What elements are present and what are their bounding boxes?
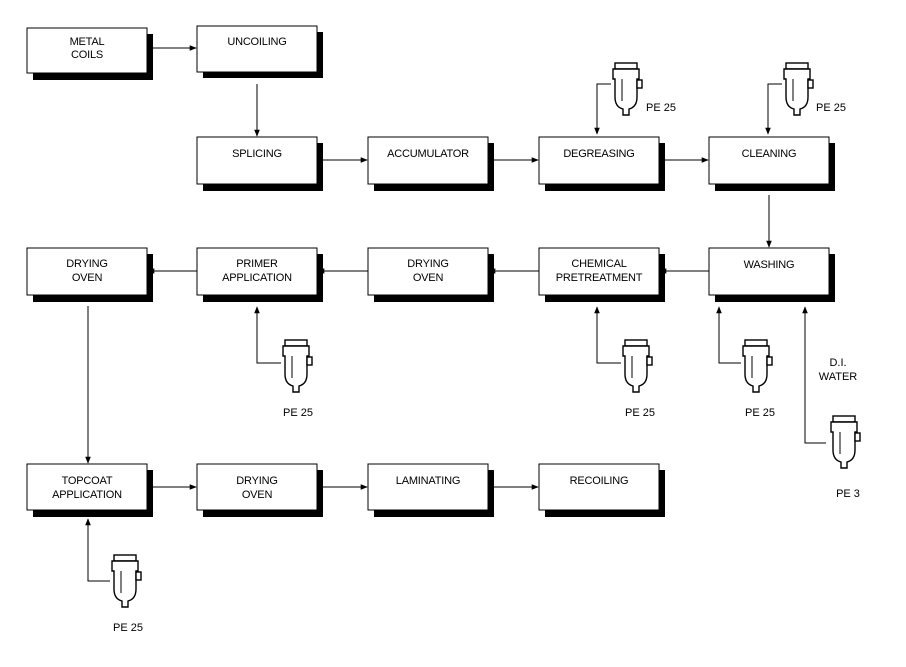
box-label-line: METAL	[70, 36, 105, 48]
box-drying-oven-3: DRYING OVEN	[196, 463, 323, 517]
filter-di-water: D.I. WATER PE 3	[819, 357, 861, 500]
box-label: SPLICING	[232, 148, 282, 160]
box-uncoiling: UNCOILING	[196, 25, 323, 78]
cartridge-filter-icon	[783, 62, 814, 116]
cartridge-filter-icon	[830, 415, 861, 469]
box-primer-application: PRIMER APPLICATION	[196, 247, 323, 302]
box-label-line: DRYING	[236, 475, 277, 487]
filter-loop-topcoat	[85, 518, 110, 582]
cartridge-filter-icon	[622, 339, 653, 393]
filter-loop-chemical	[594, 306, 621, 364]
box-laminating: LAMINATING	[367, 463, 494, 517]
box-recoiling: RECOILING	[538, 463, 665, 517]
box-drying-oven-1: DRYING OVEN	[367, 247, 494, 302]
box-label-line: DRYING	[407, 258, 448, 270]
filter-loop-washing	[716, 306, 741, 364]
filters: PE 25 PE 25 PE 25 PE 25 PE 25 D.I. WATER …	[111, 62, 861, 634]
filter-label: PE 25	[646, 102, 676, 114]
filter-label: PE 25	[283, 407, 313, 419]
cartridge-filter-icon	[111, 554, 142, 608]
filter-primer: PE 25	[282, 339, 313, 419]
filter-chemical-pretreatment: PE 25	[622, 339, 655, 419]
filter-loop-di-water	[802, 306, 826, 444]
filter-label: PE 25	[625, 407, 655, 419]
box-label: WASHING	[744, 259, 795, 271]
box-label-line: DRYING	[66, 258, 107, 270]
box-accumulator: ACCUMULATOR	[367, 136, 494, 191]
filter-washing: PE 25	[742, 339, 775, 419]
box-washing: WASHING	[708, 247, 835, 302]
filter-label: PE 25	[816, 102, 846, 114]
box-label-line: PRIMER	[236, 258, 278, 270]
filter-loop-cleaning	[765, 83, 782, 135]
cartridge-filter-icon	[282, 339, 313, 393]
box-chemical-pretreatment: CHEMICAL PRETREATMENT	[538, 247, 665, 302]
filter-label: PE 25	[113, 622, 143, 634]
box-label-line: OVEN	[242, 489, 273, 501]
box-label: ACCUMULATOR	[387, 148, 469, 160]
flow-connectors	[85, 45, 826, 582]
filter-degreasing: PE 25	[612, 62, 676, 116]
box-splicing: SPLICING	[196, 136, 323, 191]
cartridge-filter-icon	[612, 62, 643, 116]
svg-text:D.I.WATER: D.I. WATER	[819, 357, 858, 383]
box-topcoat-application: TOPCOAT APPLICATION	[26, 463, 153, 517]
filter-cleaning: PE 25	[783, 62, 846, 116]
cartridge-filter-icon	[742, 339, 773, 393]
box-label-line: APPLICATION	[52, 489, 122, 501]
box-label-line: APPLICATION	[222, 272, 292, 284]
filter-loop-degreasing	[594, 83, 611, 135]
box-drying-oven-2: DRYING OVEN	[26, 247, 153, 302]
box-label-line: OVEN	[72, 272, 103, 284]
box-degreasing: DEGREASING	[538, 136, 665, 191]
box-label-line: TOPCOAT	[62, 475, 113, 487]
box-label-line: COILS	[71, 49, 103, 61]
box-label-line: PRETREATMENT	[556, 272, 643, 284]
box-cleaning: CLEANING	[708, 136, 835, 191]
filter-label: PE 25	[745, 407, 775, 419]
filter-topcoat: PE 25	[111, 554, 143, 634]
box-label: RECOILING	[570, 475, 629, 487]
filter-loop-primer	[254, 306, 281, 364]
box-label: DEGREASING	[563, 148, 634, 160]
di-water-label-line: D.I.	[829, 357, 846, 369]
box-label: LAMINATING	[396, 475, 460, 487]
box-label-line: CHEMICAL	[571, 258, 626, 270]
filter-label: PE 3	[836, 488, 860, 500]
box-label: CLEANING	[742, 148, 797, 160]
box-label: UNCOILING	[227, 36, 286, 48]
di-water-label-line: WATER	[819, 371, 858, 383]
box-label-line: OVEN	[413, 272, 444, 284]
